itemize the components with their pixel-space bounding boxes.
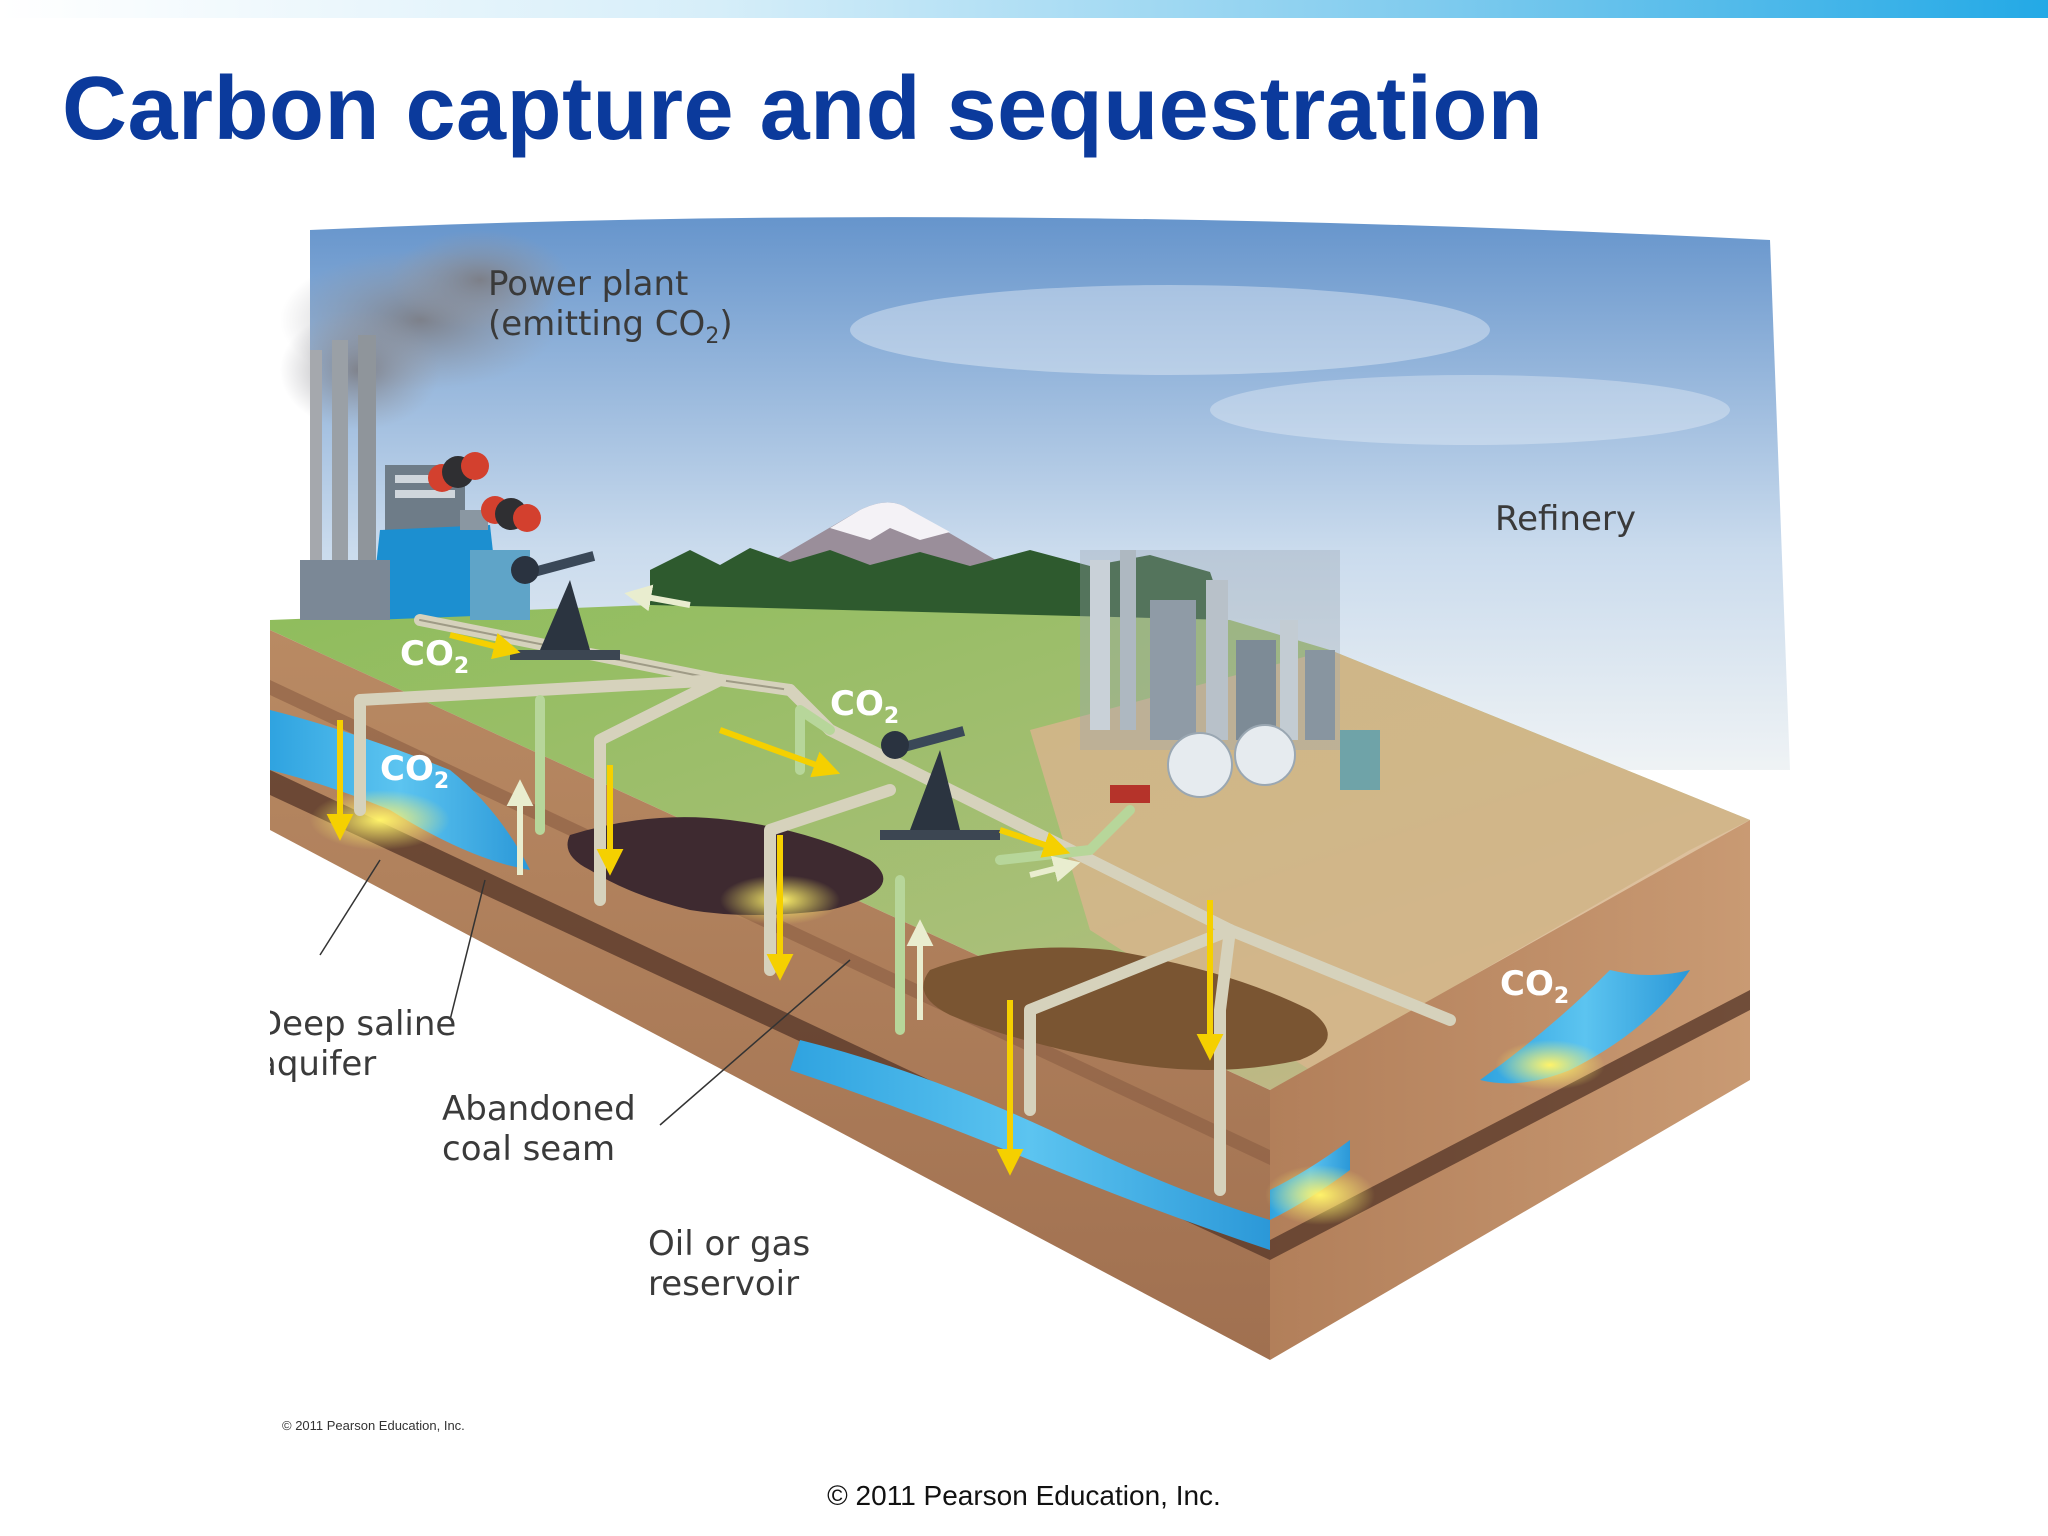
soil-right-face	[1270, 820, 1750, 1360]
co2-label: CO2	[380, 749, 449, 794]
co2-molecule-icon	[428, 452, 489, 492]
deep-saline-aquifer	[270, 710, 530, 870]
label-oil-line2: reservoir	[648, 1264, 799, 1304]
co2-label: CO2	[1500, 964, 1569, 1009]
co2-label: CO2	[400, 634, 469, 679]
co2-flow-arrows	[326, 632, 1224, 1176]
figure-credit: © 2011 Pearson Education, Inc.	[282, 1418, 465, 1433]
label-aquifer-line1: Deep saline	[270, 1004, 456, 1044]
label-aquifer-line2: aquifer	[270, 1044, 376, 1084]
co2-molecule-icon	[481, 496, 541, 532]
ccs-illustration: Power plant (emitting CO2) Refinery Deep…	[270, 210, 1850, 1390]
refinery-icon	[1080, 550, 1380, 803]
power-plant	[300, 465, 530, 620]
label-refinery: Refinery	[1495, 499, 1636, 539]
oil-pump-icon	[880, 726, 1000, 840]
label-power-plant: Power plant	[488, 264, 688, 304]
co2-label: CO2	[830, 684, 899, 729]
oil-pump-icon	[510, 551, 620, 660]
top-accent-bar	[0, 0, 2048, 18]
slide-footer-credit: © 2011 Pearson Education, Inc.	[827, 1480, 1221, 1511]
label-coal-line2: coal seam	[442, 1129, 615, 1169]
pipelines	[354, 614, 1456, 1196]
label-oil-line1: Oil or gas	[648, 1224, 810, 1264]
aquifer-strip	[790, 1040, 1270, 1250]
slide-title: Carbon capture and sequestration	[62, 59, 1544, 159]
label-power-plant-emitting: (emitting CO2)	[488, 304, 733, 349]
extraction-arrows	[506, 584, 1081, 1020]
smokestack-icon	[310, 335, 376, 620]
label-coal-line1: Abandoned	[442, 1089, 636, 1129]
